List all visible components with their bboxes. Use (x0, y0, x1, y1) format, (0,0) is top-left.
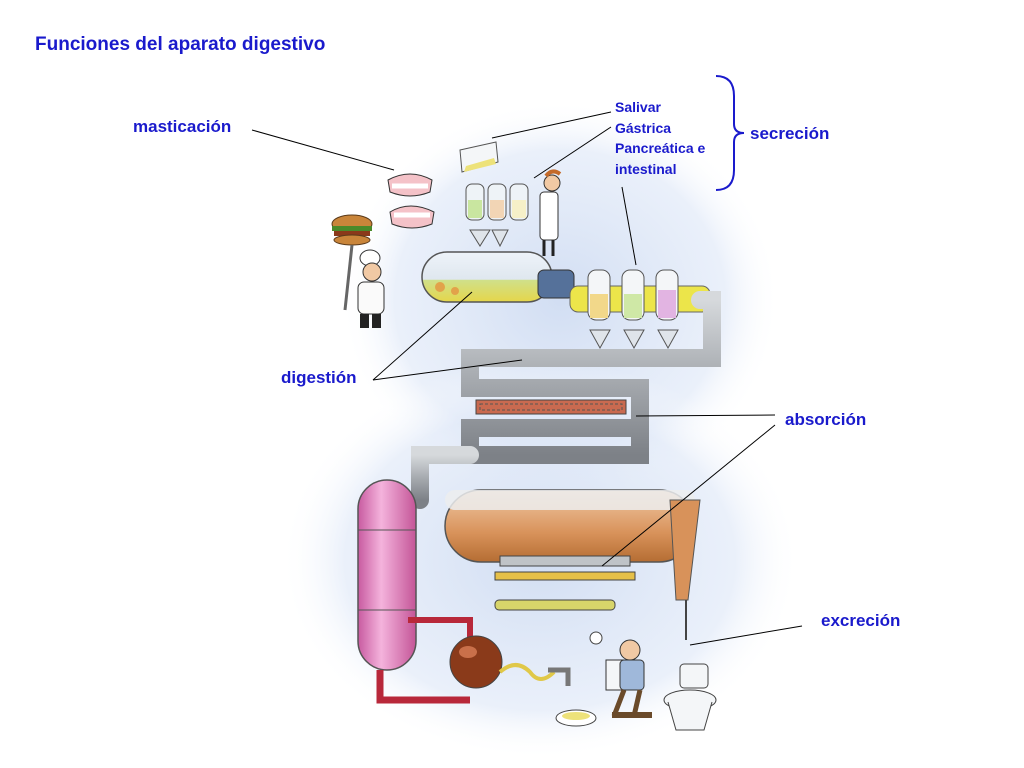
intestine-pipes (411, 291, 721, 509)
cook-figure (343, 244, 385, 328)
label-absorcion: absorción (785, 410, 867, 429)
secretion-list: Salivar Gástrica Pancreática e intestina… (615, 97, 705, 179)
secretion-salivar: Salivar (615, 99, 661, 115)
label-masticacion: masticación (133, 117, 232, 136)
label-secrecion: secreción (750, 124, 830, 143)
pancreatic-flasks (587, 269, 679, 350)
secretion-gastrica: Gástrica (615, 119, 672, 136)
label-digestion: digestión (281, 368, 357, 387)
pink-tank (357, 479, 473, 704)
gastric-flasks (465, 183, 529, 248)
jug-icon (459, 141, 499, 173)
burger-icon (331, 214, 373, 246)
teeth-icon (387, 173, 435, 229)
secretion-brace (715, 75, 745, 191)
toilet-icon (663, 663, 717, 731)
gauge-icon (589, 631, 603, 645)
scientist-figure (539, 169, 562, 256)
stomach-tank (421, 251, 575, 303)
label-excrecion: excreción (821, 611, 901, 630)
secretion-intestinal: intestinal (615, 160, 677, 177)
large-intestine-chamber (444, 489, 701, 640)
absorption-grate (475, 399, 627, 415)
bowl-icon (555, 709, 597, 727)
faucet-icon (548, 667, 571, 686)
pump-icon (449, 635, 556, 689)
leader-lines (251, 111, 803, 646)
page-title: Funciones del aparato digestivo (35, 34, 326, 55)
secretion-pancreatica: Pancreática e (615, 140, 706, 156)
reading-man-figure (605, 639, 652, 718)
